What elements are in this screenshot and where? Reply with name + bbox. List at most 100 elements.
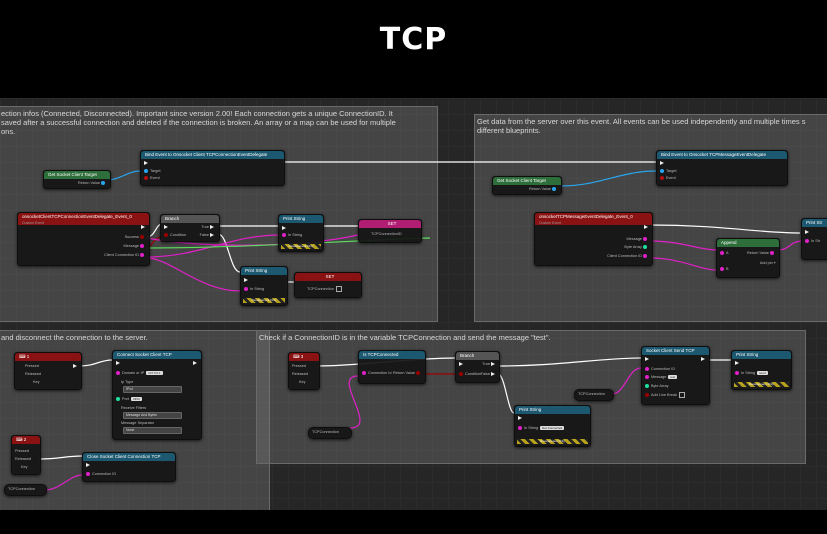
pin-false[interactable]: False xyxy=(481,372,497,376)
pin-return-value[interactable]: Return Value xyxy=(393,371,422,375)
pin-exec-out[interactable] xyxy=(644,225,650,229)
pin-true[interactable]: True xyxy=(201,225,216,229)
key-2-event-node[interactable]: ⌨ 2 Pressed Released Key xyxy=(11,435,41,475)
pin-exec-in[interactable] xyxy=(660,161,666,165)
pin-in-string[interactable]: In String xyxy=(244,287,264,291)
bind-event-connection-node[interactable]: Bind Event to Onsocket Client TCPConnect… xyxy=(140,150,285,186)
pin-exec-out[interactable] xyxy=(141,225,147,229)
pin-connection-id[interactable]: Connection Id xyxy=(362,371,391,375)
pin-byte-array[interactable]: Byte Array xyxy=(624,245,649,249)
pin-a[interactable]: A xyxy=(720,251,729,255)
pin-exec-in[interactable] xyxy=(282,226,288,230)
tcp-connection-checkbox[interactable] xyxy=(335,286,342,292)
pin-key[interactable]: Key xyxy=(21,465,28,469)
pin-released[interactable]: Released xyxy=(15,457,32,461)
pin-key[interactable]: Key xyxy=(33,380,40,384)
pin-message-separator[interactable]: Message Separator xyxy=(121,421,155,425)
comment-box-send-message[interactable]: Check if a ConnectionID is in the variab… xyxy=(256,330,806,464)
pin-condition[interactable]: Condition xyxy=(164,233,186,237)
in-string-input[interactable]: Not Connected xyxy=(540,426,565,430)
set-variable-node-2[interactable]: SET TCPConnection xyxy=(294,272,362,298)
pin-in-string[interactable]: In Str xyxy=(805,239,820,243)
pin-byte-array[interactable]: Byte Array xyxy=(645,384,669,388)
pin-tcp-connection[interactable]: TCPConnection xyxy=(307,286,342,292)
bind-event-message-node[interactable]: Bind Event to Onsocket TCPMessageEventDe… xyxy=(656,150,788,186)
pin-tcp-connection-id[interactable]: TCPConnectionID xyxy=(371,232,402,236)
pin-pressed[interactable]: Pressed xyxy=(25,364,39,368)
pin-exec-in[interactable] xyxy=(144,161,150,165)
pin-target[interactable]: Target xyxy=(144,169,161,173)
pin-message[interactable]: Message xyxy=(124,244,146,248)
pin-exec-out[interactable] xyxy=(73,364,79,368)
branch-node-1[interactable]: Branch Condition True False xyxy=(160,214,220,242)
print-string-node-1[interactable]: Print String In String Development Only xyxy=(278,214,324,252)
pin-exec-in[interactable] xyxy=(116,361,122,365)
message-input[interactable]: test xyxy=(668,375,678,379)
append-string-node[interactable]: Append A B Return Value Add pin + xyxy=(716,238,780,278)
pin-receive-filters[interactable]: Receive Filters xyxy=(121,406,147,410)
add-pin-button[interactable]: Add pin + xyxy=(759,261,776,265)
pin-connection-id[interactable]: Connection ID xyxy=(86,472,116,476)
tcp-connection-variable-node-1[interactable]: TCPConnection xyxy=(4,484,47,496)
pin-false[interactable]: False xyxy=(200,233,216,237)
pin-true[interactable]: True xyxy=(482,362,497,366)
get-socket-client-target-node[interactable]: Get Socket Client Target Return Value xyxy=(43,170,111,189)
pin-released[interactable]: Released xyxy=(25,372,42,376)
pin-exec-in[interactable] xyxy=(645,357,651,361)
set-variable-node-1[interactable]: SET TCPConnectionID xyxy=(358,219,422,243)
pin-add-line-break[interactable]: Add Line Break xyxy=(645,392,685,398)
pin-return-value[interactable]: Return Value xyxy=(529,187,558,191)
pin-in-string[interactable]: In String xyxy=(282,233,302,237)
pin-condition[interactable]: Condition xyxy=(459,372,481,376)
pin-exec-out[interactable] xyxy=(701,357,707,361)
tcp-connection-variable-node-3[interactable]: TCPConnection xyxy=(574,389,614,401)
port-input[interactable]: 3333 xyxy=(130,397,142,401)
pin-exec-in[interactable] xyxy=(86,463,92,467)
key-3-event-node[interactable]: ⌨ 3 Pressed Released Key xyxy=(288,352,320,390)
blueprint-graph-canvas[interactable]: ection infos (Connected, Disconnected). … xyxy=(0,98,827,510)
branch-node-2[interactable]: Branch Condition True False xyxy=(455,351,500,383)
pin-pressed[interactable]: Pressed xyxy=(292,364,306,368)
pin-success[interactable]: Success xyxy=(125,235,146,239)
close-socket-client-connection-node[interactable]: Close Socket Client Connection TCP Conne… xyxy=(82,452,176,482)
pin-key[interactable]: Key xyxy=(299,380,306,384)
pin-b[interactable]: B xyxy=(720,267,729,271)
pin-message[interactable]: Message xyxy=(627,237,649,241)
message-separator-dropdown[interactable]: None xyxy=(123,427,182,434)
pin-client-connection-id[interactable]: Client Connection ID xyxy=(607,254,649,258)
pin-exec-out[interactable] xyxy=(193,361,199,365)
pin-event[interactable]: Event xyxy=(144,176,160,180)
pin-exec-in[interactable] xyxy=(518,416,524,420)
pin-connection-id[interactable]: Connection ID xyxy=(645,367,675,371)
custom-event-message-node[interactable]: onsocketTCPMessageEventDelegate_Event_0 … xyxy=(534,212,653,266)
pin-event[interactable]: Event xyxy=(660,176,676,180)
is-tcp-connected-node[interactable]: Is TCPConnected Connection Id Return Val… xyxy=(358,350,426,384)
pin-target[interactable]: Target xyxy=(660,169,677,173)
tcp-connection-variable-node-2[interactable]: TCPConnection xyxy=(308,427,352,439)
pin-client-connection-id[interactable]: Client Connection ID xyxy=(104,253,146,257)
add-line-break-checkbox[interactable] xyxy=(678,392,685,398)
pin-exec-in[interactable] xyxy=(805,230,811,234)
get-socket-client-target-node-2[interactable]: Get Socket Client Target Return Value xyxy=(492,176,562,195)
print-string-node-2[interactable]: Print String In String Development Only xyxy=(240,266,288,306)
pin-exec-in[interactable] xyxy=(459,362,465,366)
ip-type-dropdown[interactable]: IPv4 xyxy=(123,386,182,393)
key-1-event-node[interactable]: ⌨ 1 Pressed Released Key xyxy=(14,352,82,390)
receive-filters-dropdown[interactable]: Message And Bytes xyxy=(123,412,182,419)
custom-event-connection-node[interactable]: onsocketClientTCPConnectionEventDelegate… xyxy=(17,212,150,266)
in-string-input[interactable]: send xyxy=(757,371,768,375)
pin-return-value[interactable]: Return Value xyxy=(747,251,776,255)
domain-or-ip-input[interactable]: 127.0.0.1 xyxy=(146,371,163,375)
pin-exec-in[interactable] xyxy=(164,225,170,229)
print-string-node-right[interactable]: Print Str In Str xyxy=(801,218,827,260)
pin-return-value[interactable]: Return Value xyxy=(78,181,107,185)
pin-pressed[interactable]: Pressed xyxy=(15,449,29,453)
socket-client-send-tcp-node[interactable]: Socket Client Send TCP Connection ID Mes… xyxy=(641,346,710,405)
